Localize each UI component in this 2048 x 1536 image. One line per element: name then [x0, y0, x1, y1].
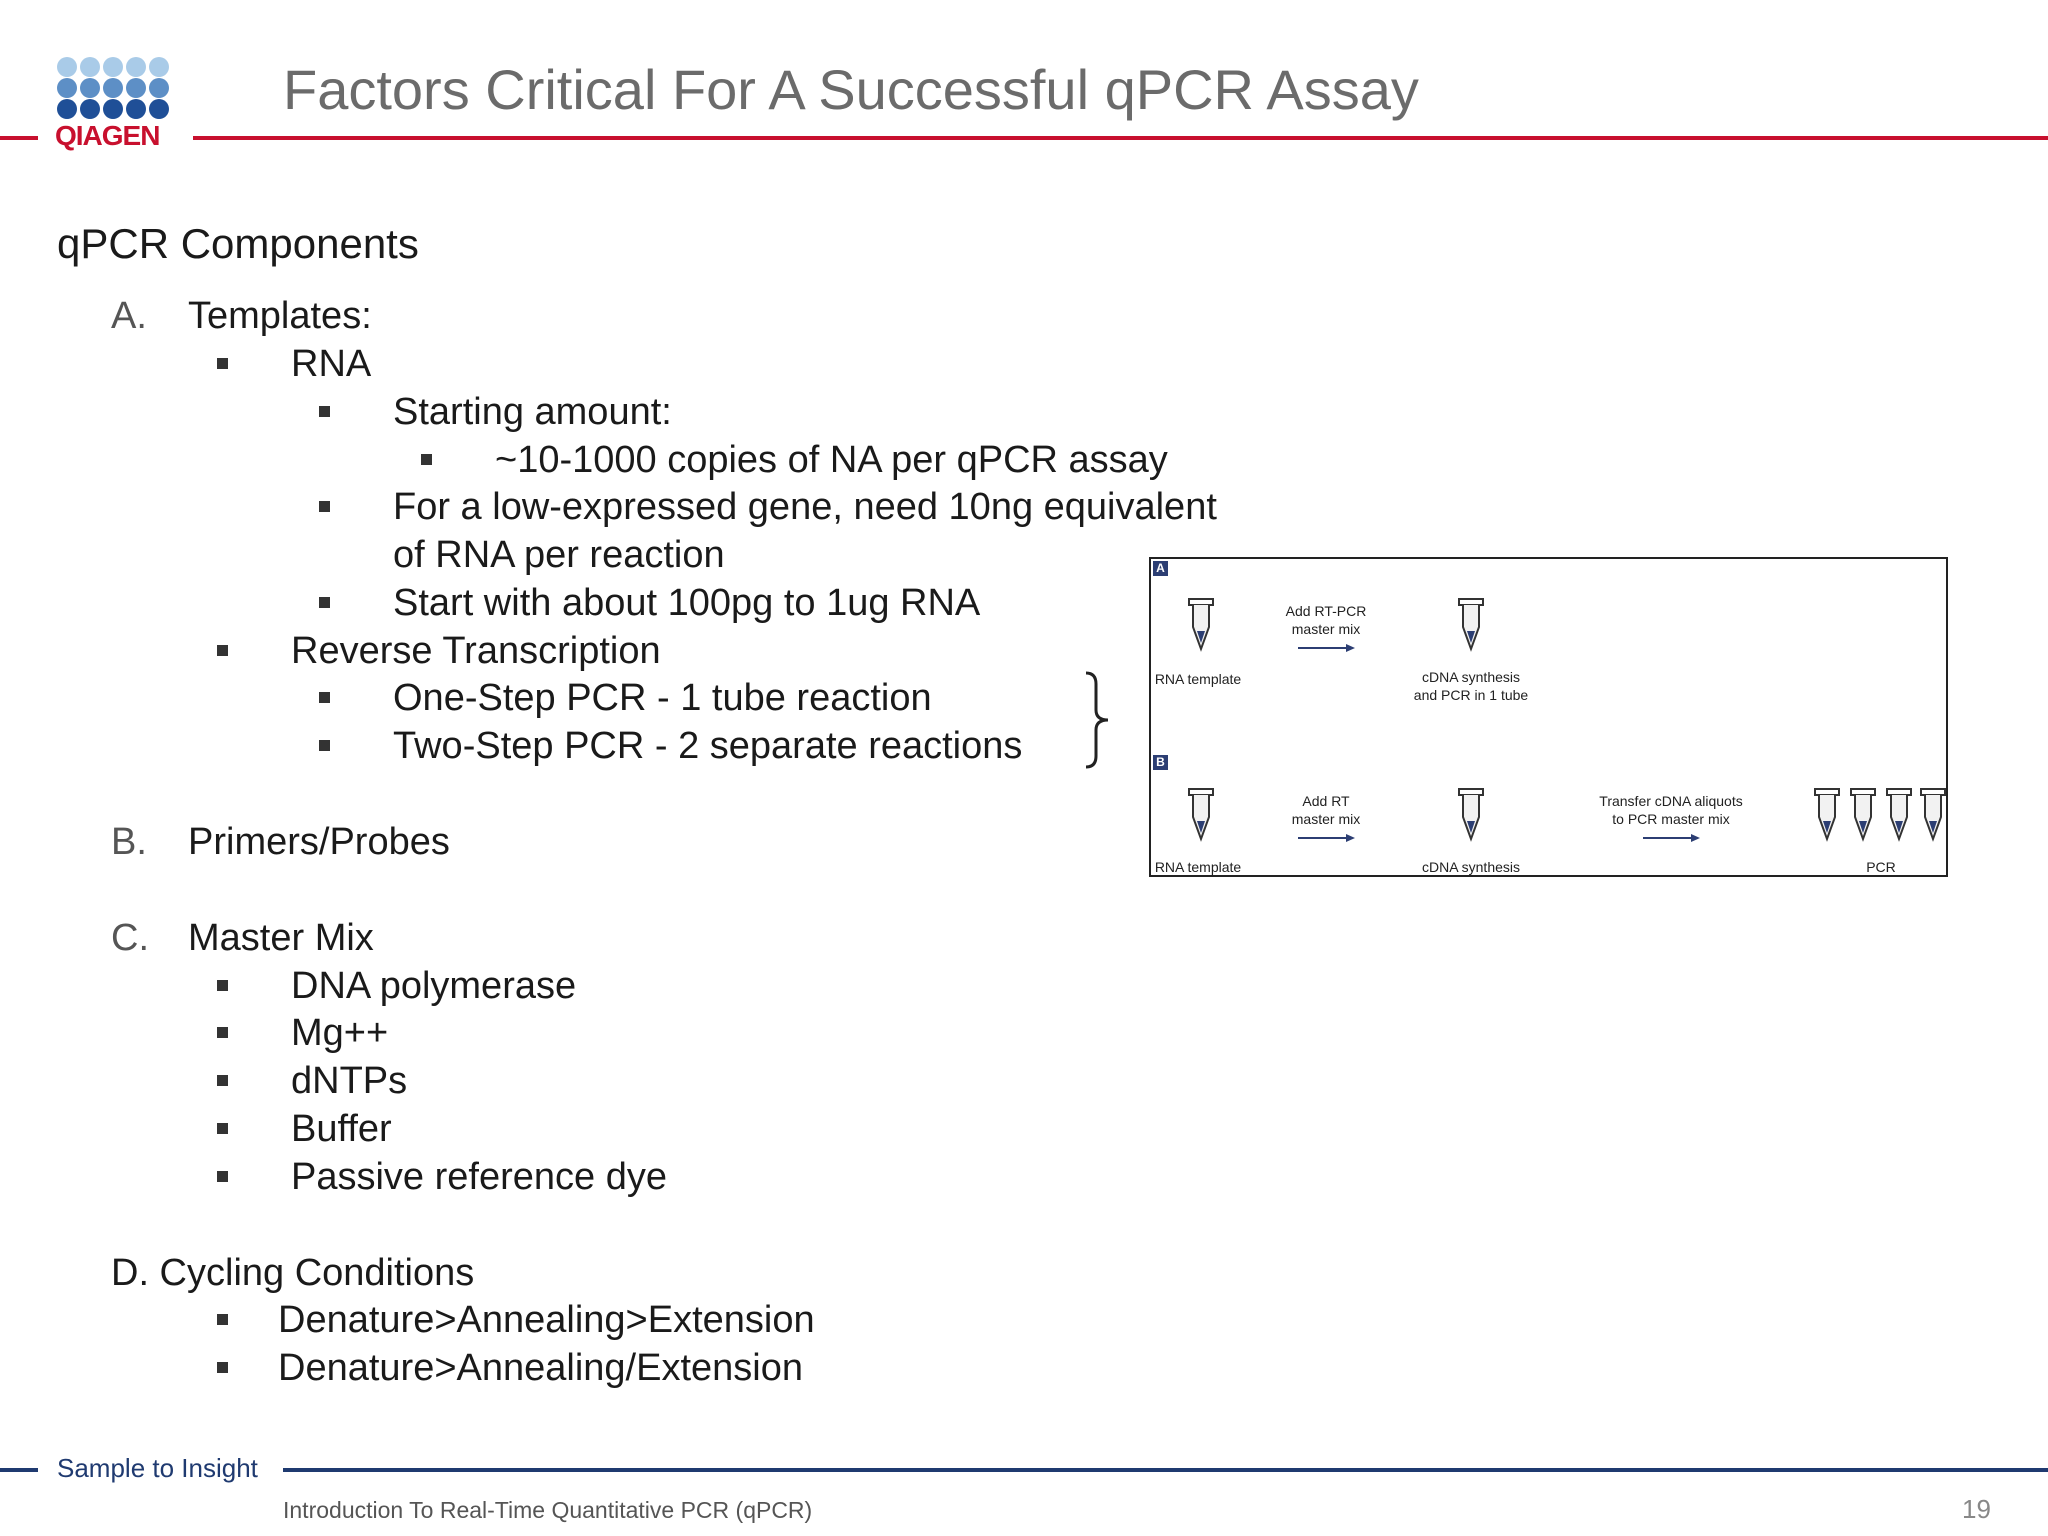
list-item: One-Step PCR - 1 tube reaction — [393, 677, 932, 719]
logo-dot — [80, 99, 100, 119]
bullet-icon — [217, 358, 228, 369]
bullet-icon — [319, 501, 330, 512]
tube-icon — [1188, 598, 1214, 652]
logo-dot — [57, 99, 77, 119]
bullet-icon — [319, 740, 330, 751]
logo-dot — [57, 78, 77, 98]
list-item: dNTPs — [291, 1060, 408, 1102]
diagram-label: master mix — [1291, 621, 1361, 637]
tube-icon — [1458, 788, 1484, 842]
diagram-label: Add RT — [1302, 793, 1350, 809]
footer-rule — [283, 1468, 2048, 1472]
list-item: Denature>Annealing/Extension — [278, 1347, 803, 1389]
footer-tagline: Sample to Insight — [57, 1453, 258, 1483]
section-title-master-mix: Master Mix — [188, 917, 374, 959]
section-title-cycling: D. Cycling Conditions — [111, 1252, 475, 1294]
list-item: Passive reference dye — [291, 1156, 667, 1198]
logo-dot — [103, 78, 123, 98]
brace-icon — [1085, 671, 1109, 769]
section-letter-b: B. — [111, 821, 147, 863]
logo-dot — [149, 78, 169, 98]
diagram-label: to PCR master mix — [1612, 811, 1730, 827]
list-item: ~10-1000 copies of NA per qPCR assay — [495, 439, 1168, 481]
tube-icon — [1920, 788, 1946, 842]
list-item: Starting amount: — [393, 391, 672, 433]
bullet-icon — [217, 980, 228, 991]
bullet-icon — [217, 1075, 228, 1086]
diagram-label: Add RT-PCR — [1285, 603, 1367, 619]
list-item: For a low-expressed gene, need 10ng equi… — [393, 486, 1217, 528]
bullet-icon — [421, 454, 432, 465]
diagram-label: and PCR in 1 tube — [1413, 687, 1529, 703]
bullet-icon — [217, 1027, 228, 1038]
logo-wordmark: QIAGEN — [55, 120, 160, 151]
header-rule — [193, 136, 2048, 140]
tube-icon — [1886, 788, 1912, 842]
diagram-label: cDNA synthesis — [1421, 669, 1521, 685]
logo-dot — [149, 57, 169, 77]
list-item: RNA — [291, 343, 372, 385]
logo-dot — [126, 78, 146, 98]
bullet-icon — [217, 645, 228, 656]
arrow-right-icon — [1643, 834, 1700, 842]
list-item: DNA polymerase — [291, 965, 577, 1007]
tube-icon — [1850, 788, 1876, 842]
list-item: Reverse Transcription — [291, 630, 661, 672]
bullet-icon — [319, 406, 330, 417]
bullet-icon — [217, 1362, 228, 1373]
rt-pcr-diagram: A RNA template Add RT-PCR master mix cDN… — [1149, 557, 1948, 877]
tube-icon — [1188, 788, 1214, 842]
diagram-label: Transfer cDNA aliquots — [1599, 793, 1743, 809]
arrow-right-icon — [1298, 834, 1355, 842]
tube-icon — [1458, 598, 1484, 652]
section-letter-a: A. — [111, 295, 147, 337]
section-title-templates: Templates: — [188, 295, 372, 337]
logo-dot — [57, 57, 77, 77]
logo-dot — [80, 78, 100, 98]
list-item-continuation: of RNA per reaction — [393, 534, 725, 576]
header-rule — [0, 136, 38, 140]
bullet-icon — [319, 597, 330, 608]
logo-dot — [149, 99, 169, 119]
list-item: Start with about 100pg to 1ug RNA — [393, 582, 981, 624]
logo-dot — [103, 57, 123, 77]
bullet-icon — [217, 1123, 228, 1134]
page-number: 19 — [1962, 1494, 1991, 1524]
footer-subtitle: Introduction To Real-Time Quantitative P… — [283, 1497, 813, 1523]
section-title-primers: Primers/Probes — [188, 821, 450, 863]
logo-dot — [126, 57, 146, 77]
list-item: Two-Step PCR - 2 separate reactions — [393, 725, 1023, 767]
tube-icon — [1814, 788, 1840, 842]
section-letter-c: C. — [111, 917, 149, 959]
slide-title: Factors Critical For A Successful qPCR A… — [283, 58, 1419, 121]
bullet-icon — [319, 692, 330, 703]
logo-dot — [80, 57, 100, 77]
list-item: Denature>Annealing>Extension — [278, 1299, 815, 1341]
logo-dot — [126, 99, 146, 119]
list-item: Mg++ — [291, 1012, 389, 1054]
diagram-label: RNA template — [1154, 671, 1242, 687]
qiagen-logo: QIAGEN — [55, 55, 180, 155]
arrow-right-icon — [1298, 644, 1355, 652]
panel-tag-b: B — [1153, 755, 1168, 770]
panel-tag-a: A — [1153, 561, 1168, 576]
footer-rule — [0, 1468, 38, 1472]
bullet-icon — [217, 1171, 228, 1182]
bullet-icon — [217, 1314, 228, 1325]
diagram-label: cDNA synthesis — [1421, 859, 1521, 875]
diagram-label: PCR — [1866, 859, 1896, 875]
section-heading: qPCR Components — [57, 220, 419, 267]
diagram-label: master mix — [1291, 811, 1361, 827]
diagram-label: RNA template — [1154, 859, 1242, 875]
list-item: Buffer — [291, 1108, 392, 1150]
logo-dot — [103, 99, 123, 119]
